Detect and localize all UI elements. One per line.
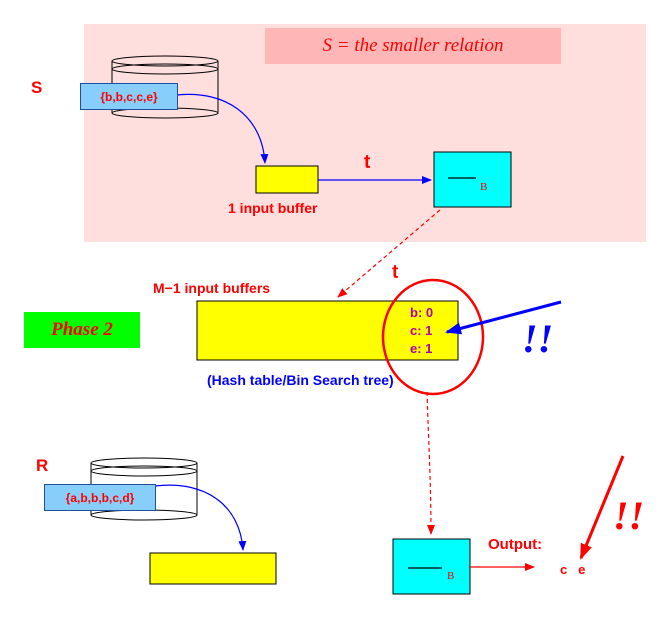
exclaim-right: !!	[613, 493, 645, 538]
output-label: Output:	[488, 536, 543, 553]
b-bottom-subscript: B	[447, 570, 455, 582]
hash-entry-b: b: 0	[410, 305, 434, 320]
hash-entry-c: c: 1	[410, 323, 433, 338]
r-input-buffer-box	[149, 552, 277, 585]
title-box: S = the smaller relation	[265, 28, 561, 64]
r-read-arrow	[154, 484, 247, 551]
s-set-box: {b,b,c,c,e}	[80, 83, 178, 110]
input-buffer-box	[255, 165, 319, 194]
exclaim-mid: !!	[522, 316, 554, 361]
m1-buffers-label: M−1 input buffers	[153, 280, 271, 296]
s-relation-label: S	[31, 78, 43, 97]
hash-structure-note: (Hash table/Bin Search tree)	[207, 372, 394, 388]
output-values: c e	[560, 562, 586, 577]
input-buffer-label: 1 input buffer	[228, 200, 318, 216]
phase-label: Phase 2	[24, 312, 140, 348]
probe-arrow-dashed	[426, 391, 435, 535]
t-mid-label: t	[392, 262, 399, 283]
hash-entry-e: e: 1	[410, 341, 433, 356]
title-text: S = the smaller relation	[322, 35, 504, 56]
s-read-arrow	[176, 93, 269, 164]
pointer-arrow-blue	[445, 300, 562, 335]
r-relation-label: R	[36, 456, 49, 475]
hash-highlight-ellipse	[381, 278, 485, 396]
s-disk-icon	[111, 55, 219, 119]
b-top-subscript: B	[480, 181, 488, 193]
t-arrow-dashed-mid	[337, 209, 441, 298]
r-set-box: {a,b,b,b,c,d}	[44, 484, 156, 511]
block-b-top	[433, 151, 512, 208]
pointer-arrow-red	[579, 455, 625, 560]
block-b-bottom	[392, 538, 471, 595]
t-top-label: t	[364, 152, 371, 173]
